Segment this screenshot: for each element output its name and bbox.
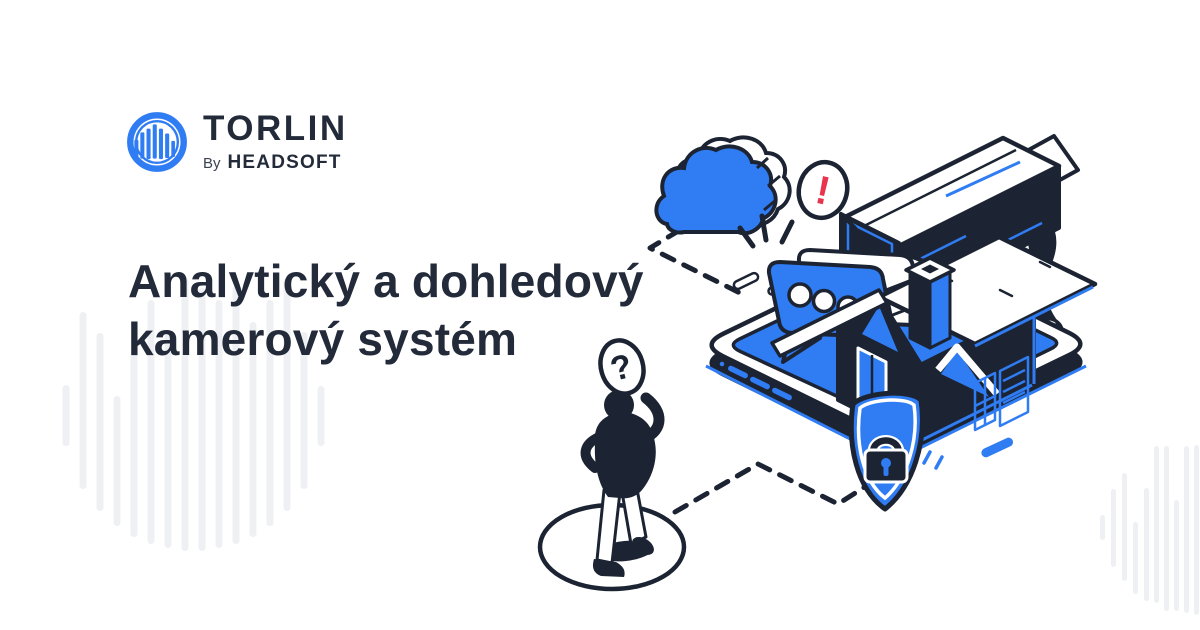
dashed-connector-paths bbox=[647, 215, 885, 515]
brand-byline: By HEADSOFT bbox=[203, 152, 348, 174]
headline-line2: kamerový systém bbox=[128, 313, 518, 366]
logo-bars-icon bbox=[134, 124, 175, 160]
question-bubble-icon: ? bbox=[598, 338, 646, 396]
phone-side-buttons bbox=[717, 359, 795, 403]
house-windows bbox=[973, 355, 1030, 432]
house-chimney-icon bbox=[904, 256, 956, 350]
person-figure: ? bbox=[537, 338, 687, 592]
logo-text: TORLIN By HEADSOFT bbox=[203, 109, 348, 174]
byline-prefix: By bbox=[203, 154, 221, 172]
page-title: Analytický a dohledový kamerový systém bbox=[128, 252, 644, 369]
torlin-logo-icon bbox=[127, 112, 187, 173]
shield-lock-icon bbox=[848, 390, 925, 512]
logo: TORLIN By HEADSOFT bbox=[126, 109, 348, 174]
phone-port bbox=[981, 437, 1014, 458]
cloud-icon bbox=[654, 135, 792, 236]
brand-name: TORLIN bbox=[203, 109, 348, 148]
alert-exclamation-icon: ! bbox=[796, 159, 857, 230]
byline-name: HEADSOFT bbox=[227, 151, 342, 173]
headline-line1: Analytický a dohledový bbox=[128, 255, 644, 307]
